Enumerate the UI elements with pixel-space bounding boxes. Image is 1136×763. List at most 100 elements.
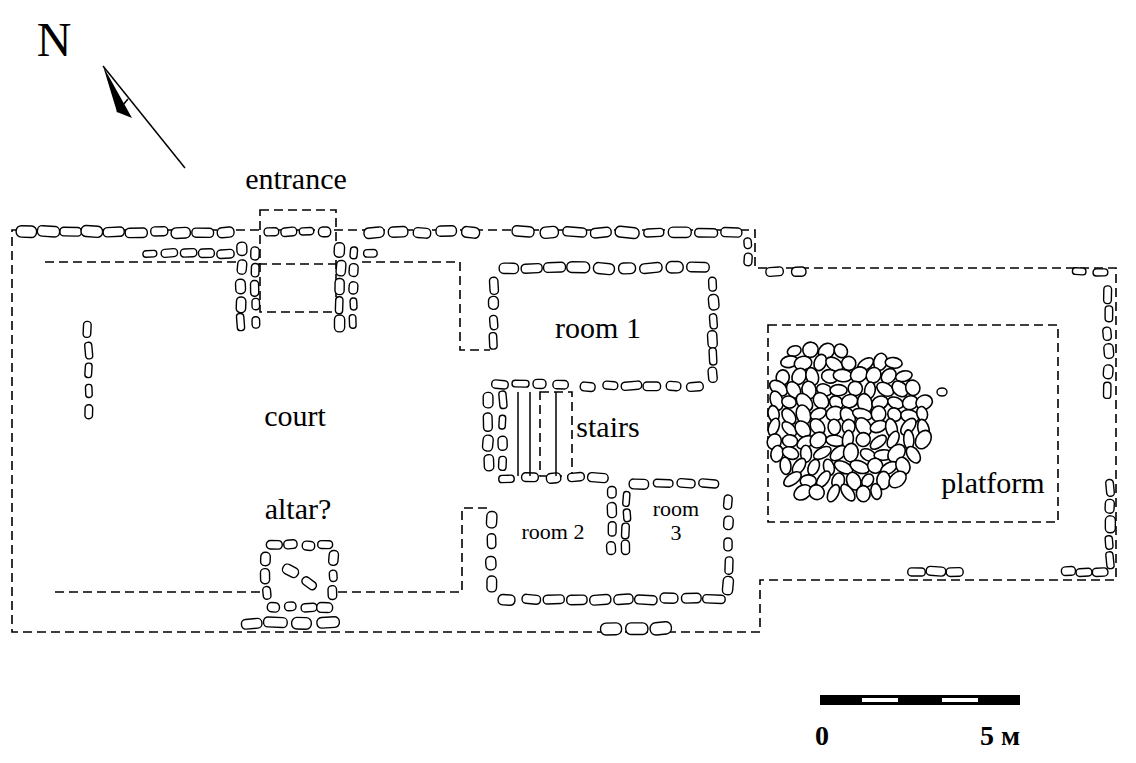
stone [623, 509, 631, 522]
stone [695, 228, 718, 237]
stone [487, 534, 496, 549]
stone [621, 523, 629, 539]
stone [546, 472, 561, 483]
stone [1105, 535, 1113, 549]
stone [260, 569, 269, 584]
area-label: entrance [245, 162, 347, 195]
stone [483, 413, 492, 431]
stone [487, 576, 497, 592]
north-label: N [37, 14, 72, 67]
stone [328, 586, 337, 600]
stair-steps [518, 392, 556, 476]
stone [1103, 343, 1114, 358]
stone [498, 456, 506, 470]
stone [1105, 479, 1114, 497]
stone [498, 594, 515, 605]
stone [461, 226, 480, 239]
stone [436, 226, 457, 237]
stone [499, 475, 515, 483]
stone [607, 502, 617, 517]
stone [687, 262, 710, 272]
stone [103, 227, 125, 237]
stone [1061, 566, 1075, 575]
stone [639, 262, 662, 274]
stone [512, 380, 529, 387]
stone [543, 262, 565, 273]
area-label: stairs [576, 410, 639, 443]
stone [328, 550, 339, 566]
scale-bar-body [820, 695, 1020, 705]
stone [615, 226, 640, 239]
stone [237, 260, 247, 275]
stone [580, 382, 596, 392]
stone [830, 385, 847, 396]
stone [283, 539, 297, 549]
stone [317, 602, 333, 612]
stone [543, 595, 564, 604]
stone [171, 227, 191, 239]
stone [1105, 499, 1115, 513]
stone [791, 267, 806, 276]
stone [708, 277, 716, 291]
stone [143, 250, 157, 257]
stone [318, 227, 330, 237]
stone [708, 367, 718, 383]
stone-pile [765, 339, 947, 504]
stone [885, 357, 903, 369]
stone [522, 594, 541, 605]
stone [779, 457, 792, 475]
stone [709, 348, 717, 365]
stone [567, 262, 590, 273]
stone [499, 391, 508, 409]
stone [838, 482, 858, 504]
stone [37, 225, 60, 237]
stone [236, 297, 246, 313]
stone [281, 227, 298, 237]
stone [488, 296, 498, 309]
room-name: platform [941, 466, 1044, 499]
stone [886, 468, 910, 491]
stone-walls [16, 225, 1115, 635]
stone [781, 395, 798, 410]
stone [626, 623, 648, 635]
altar-box: altar? [261, 490, 336, 527]
area-label: court [264, 399, 326, 432]
stone [825, 483, 842, 504]
stone [589, 594, 611, 605]
stone [84, 342, 93, 359]
stone [540, 226, 559, 239]
stone [725, 557, 733, 575]
stone [281, 562, 300, 579]
north-line [103, 66, 185, 168]
stone [16, 225, 37, 237]
stone [483, 392, 493, 407]
stone [908, 568, 926, 576]
stone [329, 570, 337, 582]
stone [593, 262, 615, 275]
stone [1103, 382, 1111, 398]
stone [686, 382, 703, 392]
stone [125, 228, 147, 238]
stone [482, 435, 494, 452]
stone [567, 472, 584, 482]
stone [267, 602, 280, 612]
stone [621, 540, 629, 554]
stone [606, 542, 615, 555]
stone [60, 227, 82, 236]
step [517, 392, 519, 476]
stone [587, 472, 608, 483]
stone [489, 332, 497, 349]
stone [485, 556, 496, 570]
stone [335, 297, 343, 314]
stone [151, 227, 168, 237]
stair-outline [540, 392, 572, 476]
stone [521, 263, 542, 273]
stone [722, 576, 734, 595]
stone [262, 586, 271, 599]
stone [486, 511, 497, 528]
stone [926, 566, 946, 576]
stone [833, 369, 853, 383]
stone [241, 618, 262, 629]
stone [349, 315, 356, 329]
